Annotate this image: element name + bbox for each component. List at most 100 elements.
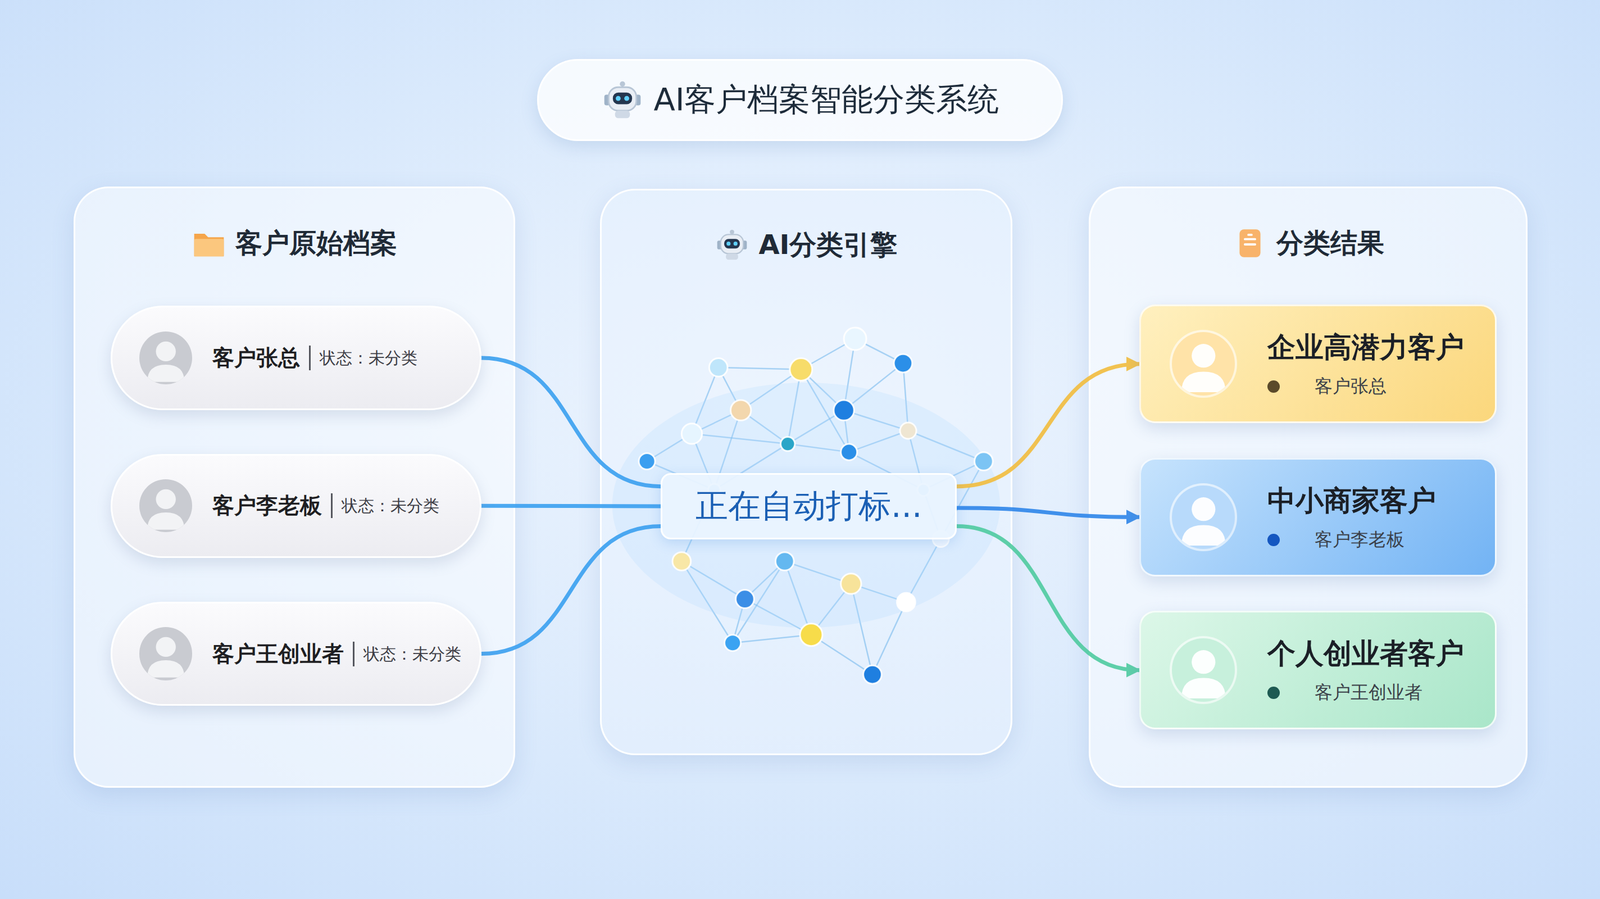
flow-connector [481,503,662,509]
bullet-dot [1267,380,1280,393]
robot-head [720,234,744,254]
avatar-shoulders [1181,371,1226,393]
robot-icon [601,78,644,122]
robot-head [608,87,636,111]
avatar-circle [139,626,193,680]
avatar-circle [1171,332,1236,396]
network-dot [730,400,751,421]
network-dot [735,589,755,609]
robot-eye [615,96,621,102]
network-dot [843,327,867,350]
avatar-circle [139,479,193,533]
bullet-dot [1267,686,1280,699]
network-dot [833,400,854,421]
avatar-head [1191,497,1216,521]
robot-face [612,92,632,105]
category-title: 中小商家客户 [1267,482,1436,520]
robot-face [724,239,740,249]
network-dot [638,452,656,470]
panel-heading-text: 分类结果 [1276,225,1385,262]
status-text: 状态：未分类 [308,345,418,371]
member-name: 客户王创业者 [1314,680,1423,706]
panel-heading-text: AI分类引擎 [758,226,898,263]
avatar-figure [1171,638,1236,702]
network-dot [897,592,916,612]
customer-name: 客户王创业者 [212,638,344,670]
network-dot [672,552,692,571]
network-dot [841,443,858,461]
network-dot [789,358,813,381]
network-dot [893,353,913,373]
doc-line [1247,233,1253,236]
card-text-column: 中小商家客户客户李老板 [1267,482,1436,553]
panel-heading: 分类结果 [1090,225,1526,262]
avatar-figure [139,479,193,533]
folder-front [194,238,225,257]
doc-line [1243,237,1257,240]
member-row: 客户李老板 [1267,527,1436,553]
robot-eye [726,242,731,247]
network-dot [900,422,917,439]
avatar-head [1191,650,1216,674]
doc-line [1243,243,1257,246]
network-dot [775,552,794,571]
avatar-figure [139,626,193,680]
avatar-circle [1171,485,1236,549]
avatar-figure [1171,332,1236,396]
group-panel: 客户原始档案客户张总状态：未分类客户李老板状态：未分类客户王创业者状态：未分类 [73,186,516,788]
process-text: 正在自动打标... [695,484,922,529]
avatar-shoulders [147,660,185,678]
avatar-head [155,489,176,509]
avatar-head [1191,344,1216,368]
status-text: 状态：未分类 [352,641,462,667]
avatar-shoulders [1181,524,1226,546]
member-row: 客户张总 [1267,374,1465,399]
customer-name: 客户李老板 [212,490,322,521]
panel-heading: AI分类引擎 [601,226,1011,263]
folder-back [194,233,225,257]
bullet-dot [1267,533,1280,547]
card-text-column: 企业高潜力客户客户张总 [1267,328,1465,399]
avatar-circle [1171,638,1236,702]
result-card: 个人创业者客户客户王创业者 [1139,610,1497,730]
category-title: 个人创业者客户 [1267,634,1465,673]
network-dot [863,665,883,684]
doc-shape [1239,229,1261,258]
avatar-shoulders [147,512,185,530]
network-dot [780,436,795,451]
doc-icon [1232,225,1268,261]
folder-icon [191,225,227,261]
network-dot [974,452,994,471]
network-dot [841,573,862,594]
group-panel: 分类结果企业高潜力客户客户张总中小商家客户客户李老板个人创业者客户客户王创业者 [1088,186,1528,788]
member-name: 客户李老板 [1314,527,1405,553]
panel-heading: 客户原始档案 [75,225,514,262]
status-text: 状态：未分类 [330,493,440,518]
customer-pill: 客户李老板状态：未分类 [110,453,481,558]
panel-heading-text: 客户原始档案 [235,225,398,262]
customer-name: 客户张总 [212,342,300,374]
robot-body [614,110,630,118]
network-dot [681,423,702,444]
robot-eye [624,96,630,102]
result-card: 中小商家客户客户李老板 [1139,457,1497,577]
customer-pill: 客户王创业者状态：未分类 [110,601,481,706]
result-card: 企业高潜力客户客户张总 [1139,304,1497,424]
member-name: 客户张总 [1314,374,1387,399]
avatar-figure [1171,485,1236,549]
robot-antenna [730,229,735,235]
avatar-shoulders [147,364,185,383]
diagram-title: AI客户档案智能分类系统 [653,78,1000,122]
robot-antenna [619,81,626,88]
avatar-circle [139,331,193,385]
avatar-shoulders [1181,678,1226,699]
robot-eye [733,242,738,247]
network-dot [800,623,823,647]
category-title: 企业高潜力客户 [1267,328,1465,367]
network-dot [724,634,742,652]
avatar-head [155,341,176,361]
title-pill: AI客户档案智能分类系统 [537,58,1063,141]
member-row: 客户王创业者 [1267,680,1465,706]
process-box: 正在自动打标... [660,473,957,540]
